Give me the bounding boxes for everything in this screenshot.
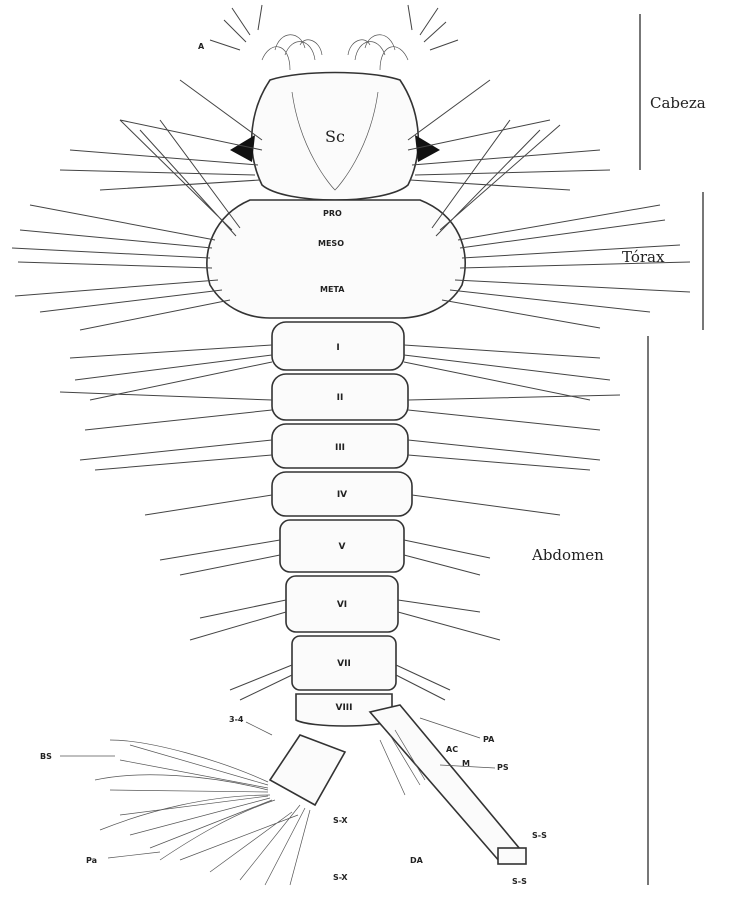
antenna-label: A xyxy=(198,42,205,51)
segment-label-5: V xyxy=(339,542,346,552)
terminal-structures: BS Pa 3-4 S-X S-X DA PA AC M PS S-S S-S xyxy=(40,705,547,886)
right-antenna xyxy=(408,5,458,50)
right-thorax-setae xyxy=(432,120,690,328)
segment-label-2: II xyxy=(337,393,344,403)
segment-label-4: IV xyxy=(337,490,347,500)
thorax-meta-label: META xyxy=(320,285,345,294)
right-head-setae xyxy=(408,80,610,190)
label-siphon-tip-2: S-S xyxy=(512,877,527,886)
region-label-abdomen: Abdomen xyxy=(531,546,604,564)
siphon-tip xyxy=(498,848,526,864)
abdomen: I II III IV V VI VII VIII xyxy=(60,322,620,726)
region-label-head: Cabeza xyxy=(650,94,706,112)
segment-label-3: III xyxy=(335,443,345,453)
leader-siphon-top xyxy=(420,718,480,738)
segment-label-8: VIII xyxy=(335,703,352,713)
leader-fan-left xyxy=(108,852,160,858)
label-gills: S-X xyxy=(333,873,348,882)
ventral-brush xyxy=(95,740,275,860)
left-eye xyxy=(230,135,255,162)
label-siphon-tip-1: S-S xyxy=(532,831,547,840)
thorax-pro-label: PRO xyxy=(323,209,342,218)
label-siphon-top: PA xyxy=(483,735,495,744)
label-brush: BS xyxy=(40,752,52,761)
left-antenna xyxy=(210,5,262,50)
label-fan-left: Pa xyxy=(86,856,97,865)
label-siphon-mid: PS xyxy=(497,763,509,772)
label-anal: DA xyxy=(410,856,424,865)
right-mouth-brush xyxy=(348,35,408,70)
segment-label-7: VII xyxy=(337,659,351,669)
anal-gills xyxy=(180,805,310,885)
right-eye xyxy=(415,135,440,162)
leader-segment-left xyxy=(246,722,272,735)
segment-label-6: VI xyxy=(337,600,347,610)
right-abdomen-setae xyxy=(396,345,620,700)
left-mouth-brush xyxy=(262,35,322,70)
label-segment-left: 3-4 xyxy=(229,715,244,724)
left-abdomen-setae xyxy=(60,345,292,700)
siphon xyxy=(370,705,525,862)
larva-head: A Sc xyxy=(60,5,610,200)
ventral-brush-rays xyxy=(110,745,272,848)
left-head-setae xyxy=(60,80,262,190)
label-siphon-ac: AC xyxy=(446,745,458,754)
clypeus-label: Sc xyxy=(325,127,345,146)
saddle-segment xyxy=(270,735,345,805)
label-x-segment: S-X xyxy=(333,816,348,825)
thorax-meso-label: MESO xyxy=(318,239,344,248)
left-thorax-setae xyxy=(12,120,240,330)
segment-label-1: I xyxy=(336,343,339,353)
